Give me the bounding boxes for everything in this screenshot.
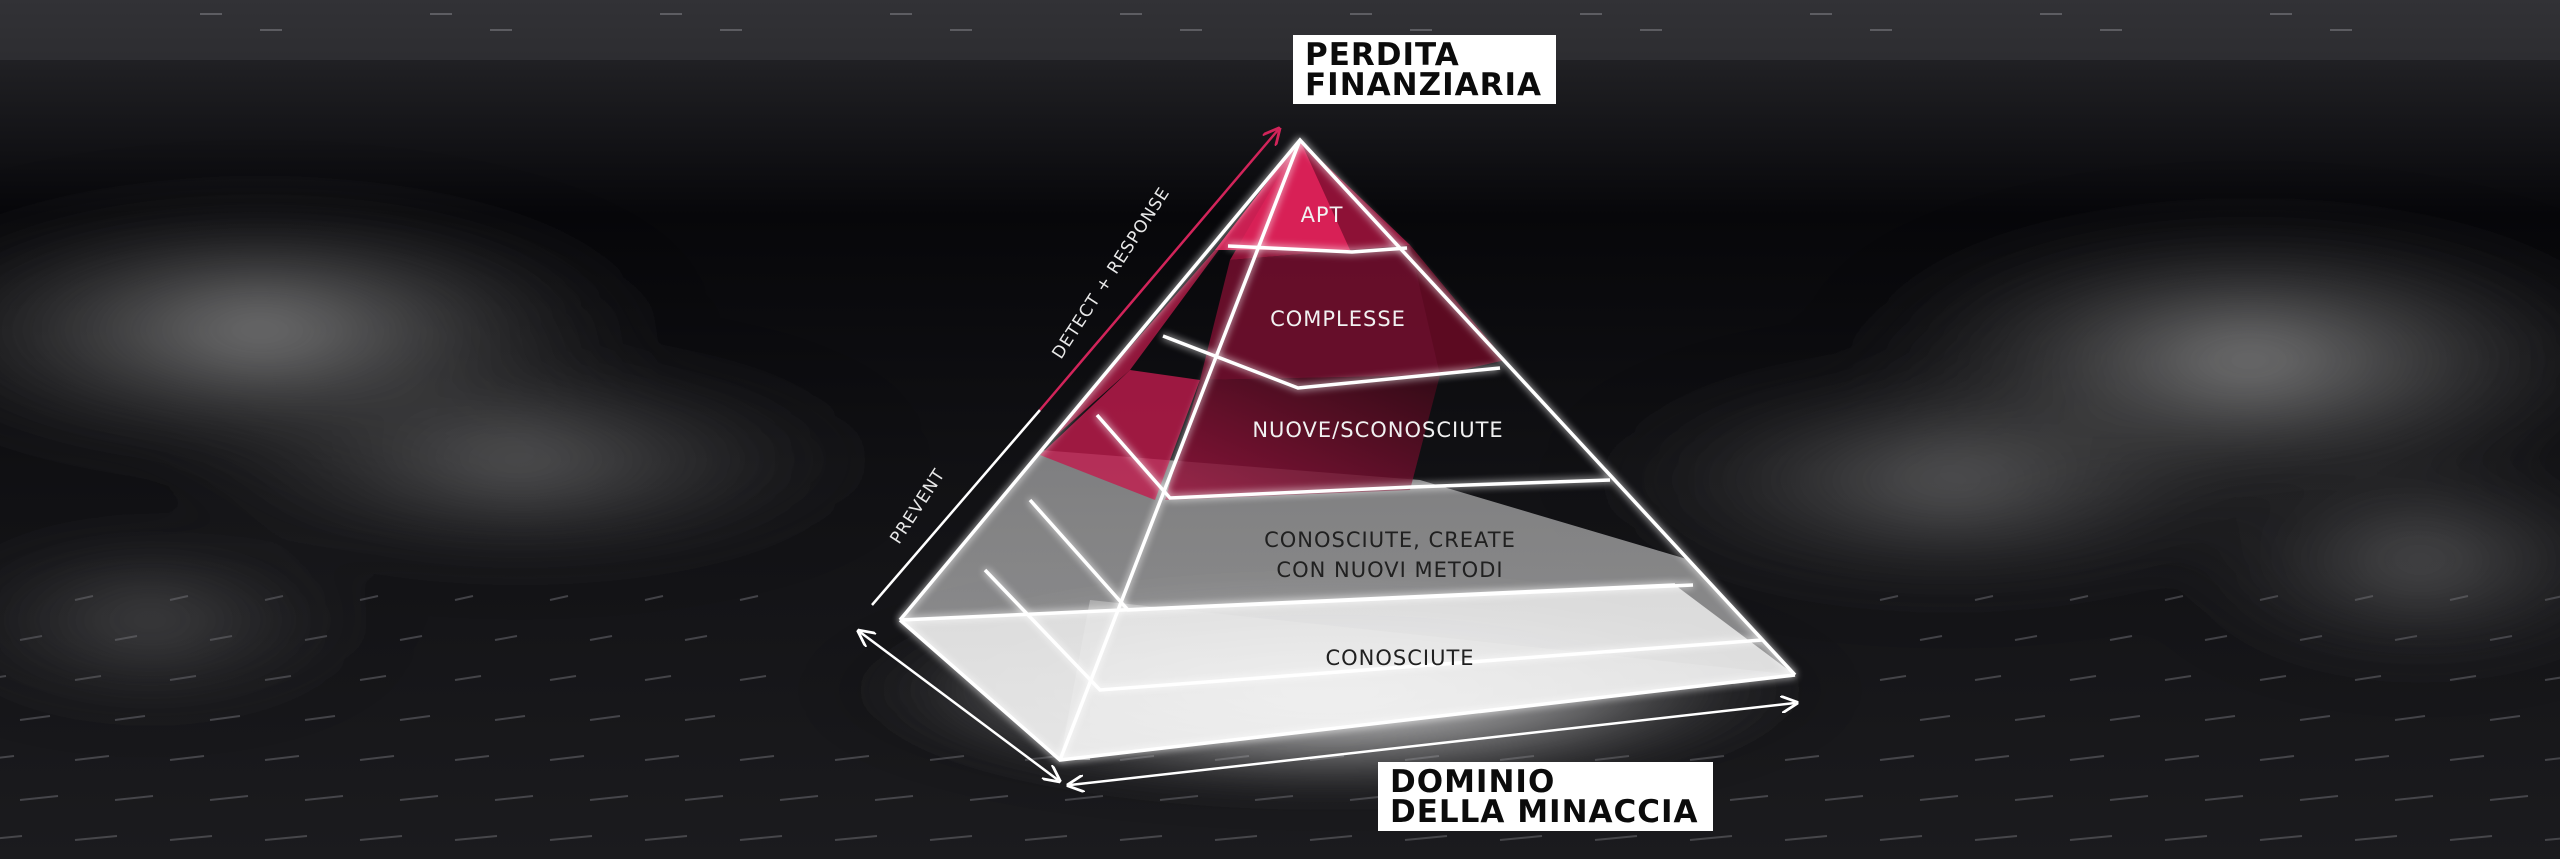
pyramid-edges bbox=[898, 137, 1797, 762]
level-label-nuove-sconosciute: NUOVE/SCONOSCIUTE bbox=[1252, 418, 1503, 442]
callout-threat-domain: DOMINIO DELLA MINACCIA bbox=[1378, 762, 1713, 831]
pyramid bbox=[898, 137, 1797, 762]
callout-financial-loss: PERDITA FINANZIARIA bbox=[1293, 35, 1556, 104]
level-label-apt: APT bbox=[1301, 203, 1344, 227]
level-label-conosciute: CONOSCIUTE bbox=[1325, 646, 1474, 670]
level-label-conosciute-create: CONOSCIUTE, CREATE bbox=[1264, 528, 1516, 552]
tier-conosciute-create bbox=[900, 450, 1795, 760]
callout-top-line2: FINANZIARIA bbox=[1305, 67, 1542, 103]
callout-bottom-line2: DELLA MINACCIA bbox=[1390, 794, 1699, 830]
fog bbox=[0, 190, 2560, 710]
base-dimension-arrows bbox=[860, 632, 1795, 785]
ceiling-band bbox=[0, 0, 2560, 60]
callout-top-line1: PERDITA bbox=[1305, 37, 1460, 73]
callout-bottom-line1: DOMINIO bbox=[1390, 764, 1556, 800]
level-label-complesse: COMPLESSE bbox=[1270, 307, 1406, 331]
pyramid-labels: APT COMPLESSE NUOVE/SCONOSCIUTE CONOSCIU… bbox=[1252, 203, 1516, 670]
level-label-con-nuovi-metodi: CON NUOVI METODI bbox=[1276, 558, 1503, 582]
